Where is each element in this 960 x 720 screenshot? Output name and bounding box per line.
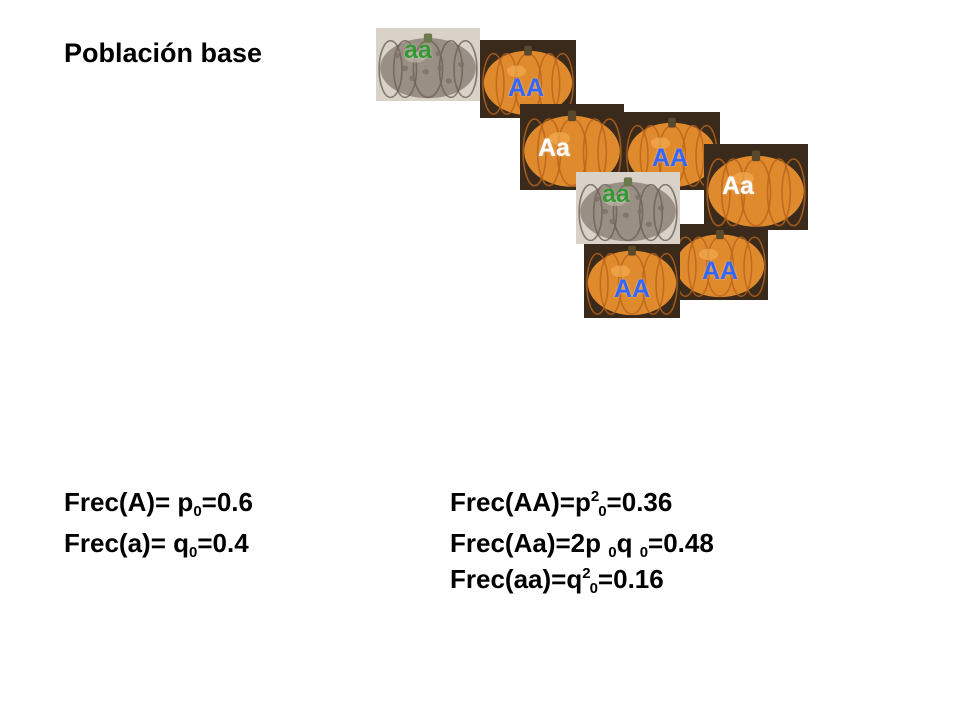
page-title: Población base (64, 38, 263, 68)
orange-pumpkin-illustration (584, 240, 680, 318)
orange-pumpkin-illustration (704, 144, 808, 230)
genotype-label: AA (652, 144, 689, 172)
genotype-label: aa (602, 180, 630, 208)
genotype-label: aa (404, 36, 432, 64)
allele-freq-A: Frec(A)= p0=0.6 (64, 487, 253, 520)
warty-pumpkin-illustration (576, 172, 680, 244)
orange-pumpkin-illustration (672, 224, 768, 300)
genotype-freq-aa: Frec(aa)=q20=0.16 (450, 564, 664, 597)
pumpkin-tile (704, 144, 808, 230)
genotype-label: AA (614, 275, 651, 303)
genotype-label: Aa (722, 172, 754, 200)
pumpkin-tile (584, 240, 680, 318)
allele-freq-a: Frec(a)= q0=0.4 (64, 528, 249, 561)
genotype-label: Aa (538, 134, 570, 162)
genotype-freq-AA: Frec(AA)=p20=0.36 (450, 487, 673, 520)
pumpkin-tile (672, 224, 768, 300)
genotype-label: AA (508, 74, 545, 102)
pumpkin-tile (576, 172, 680, 244)
pumpkin-tile (376, 28, 480, 101)
genotype-label: AA (702, 257, 739, 285)
warty-pumpkin-illustration (376, 28, 480, 101)
genotype-freq-Aa: Frec(Aa)=2p 0q 0=0.48 (450, 528, 714, 561)
